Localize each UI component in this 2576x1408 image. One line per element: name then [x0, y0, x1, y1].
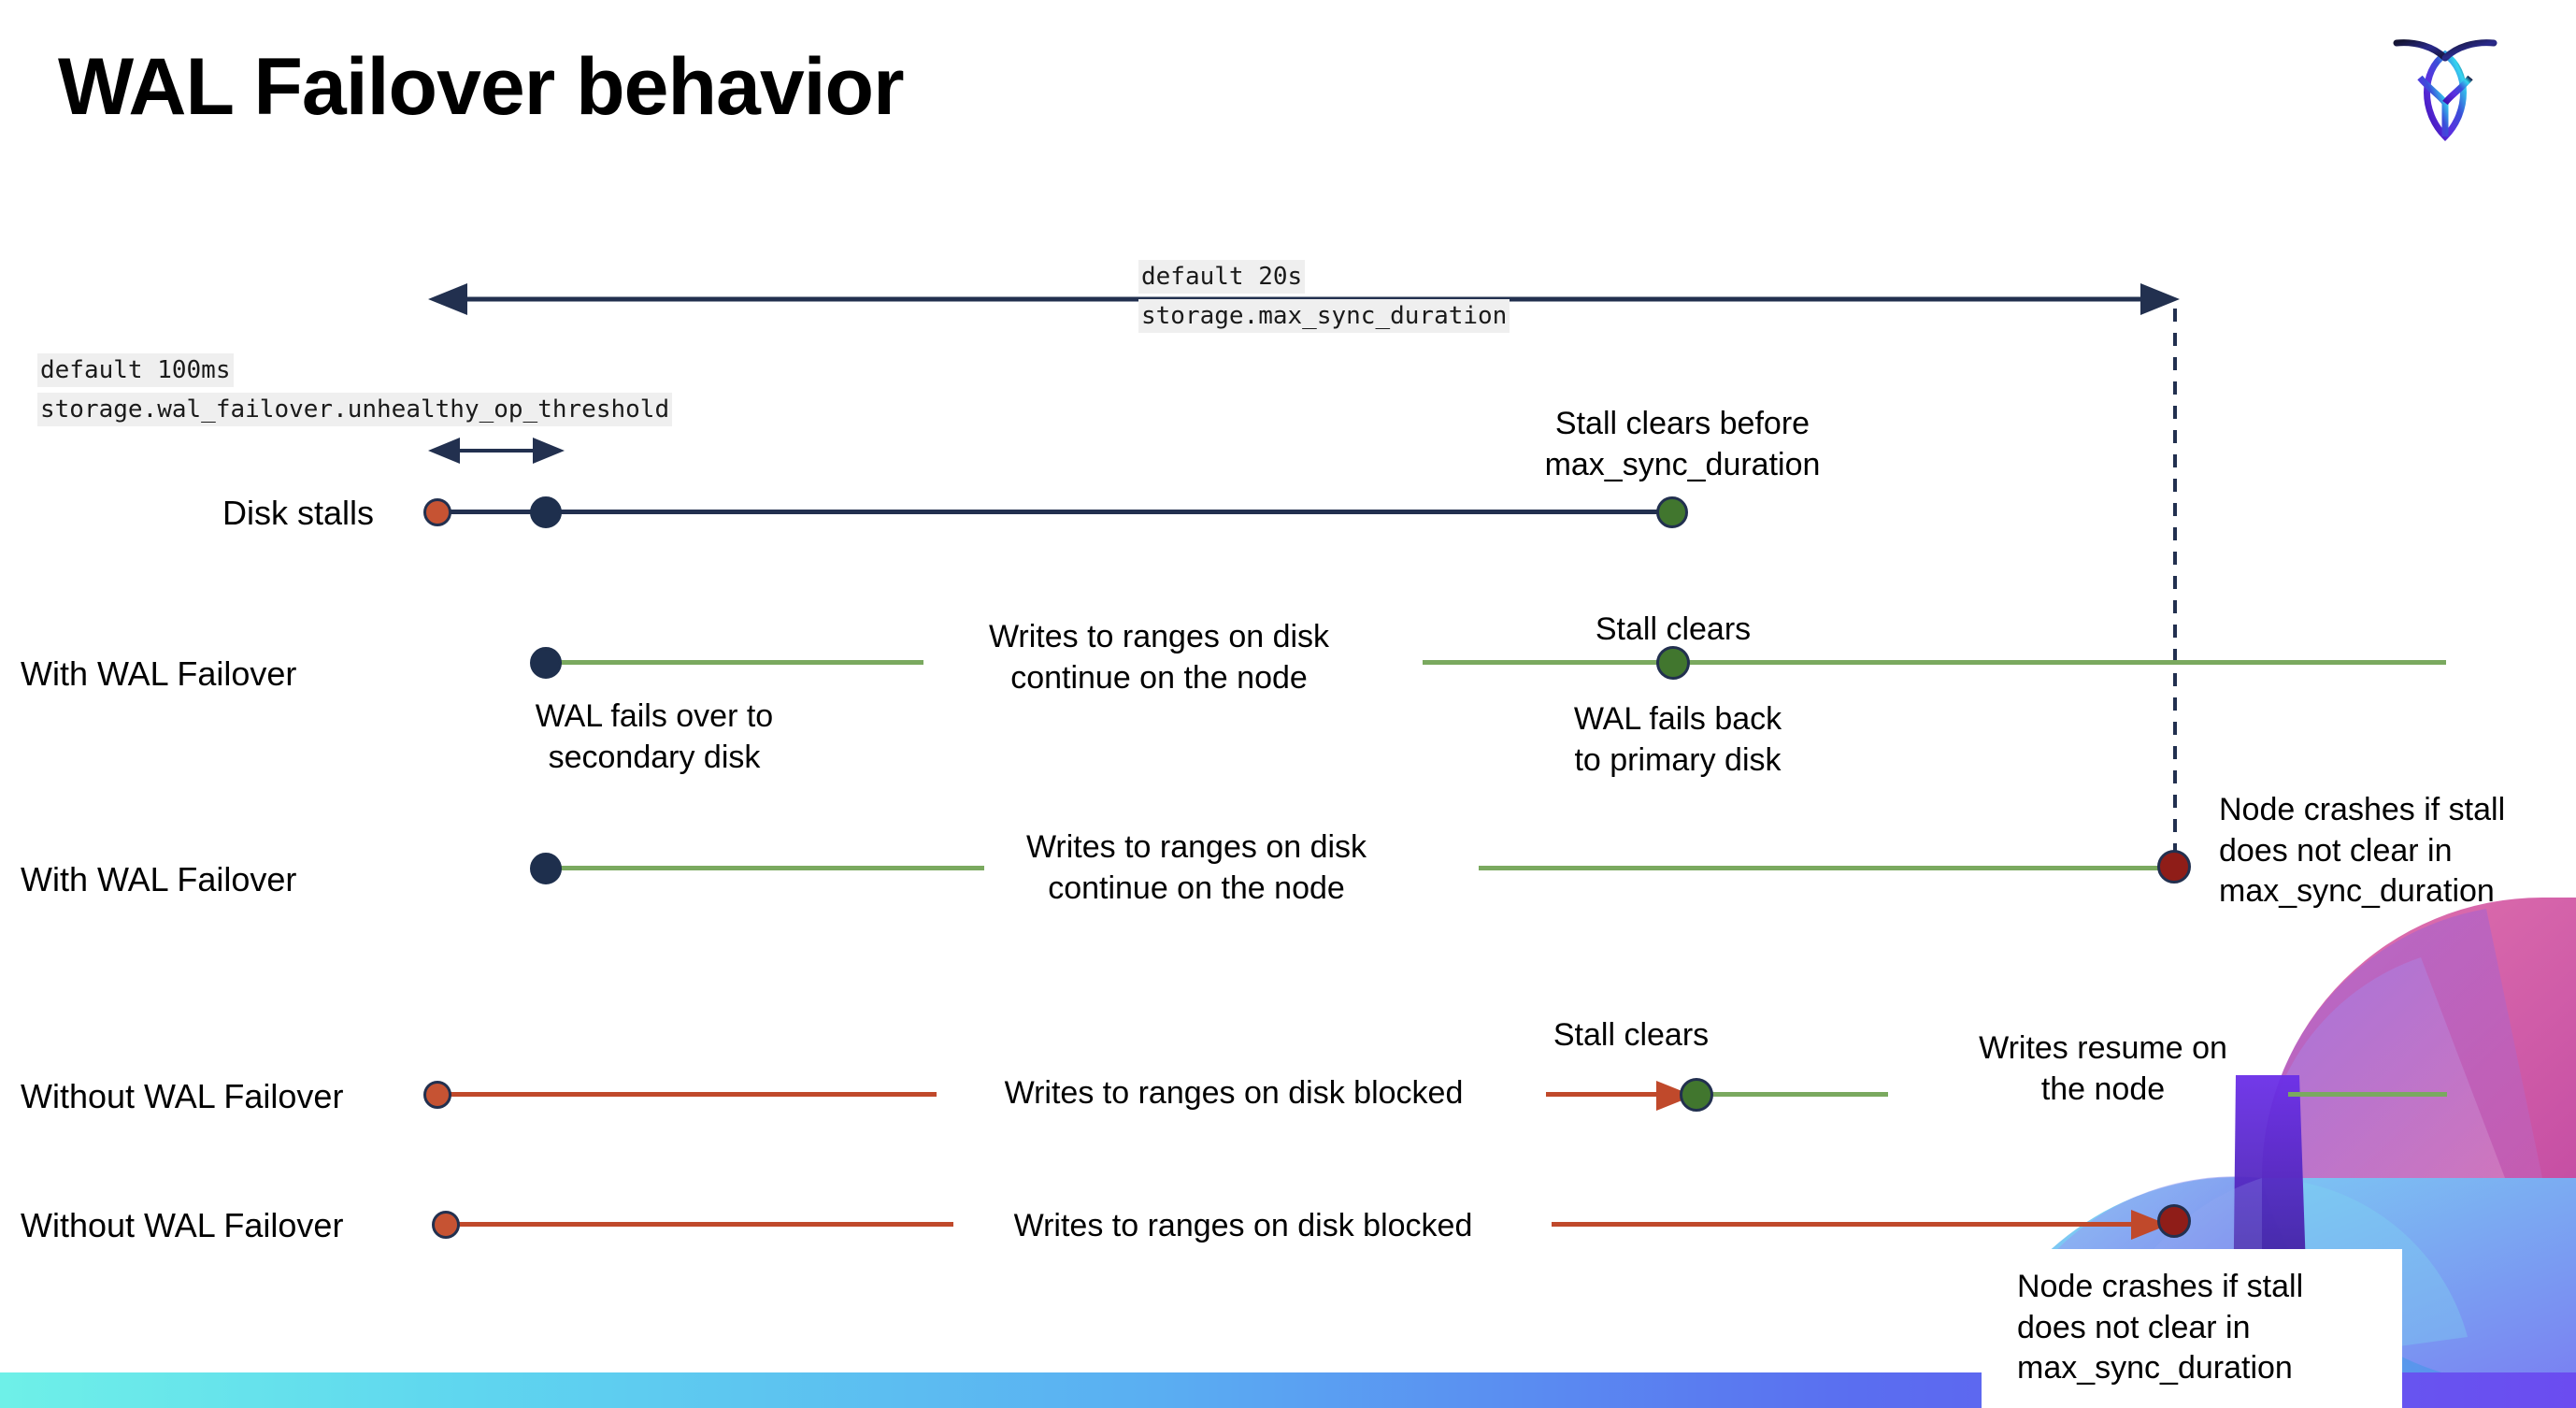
without-wal-2-start-dot — [432, 1211, 460, 1239]
page-title: WAL Failover behavior — [58, 42, 905, 132]
unhealthy-setting-chip: storage.wal_failover.unhealthy_op_thresh… — [37, 393, 673, 427]
without-wal-1-start-dot — [423, 1081, 451, 1109]
callout-writes-resume: Writes resume on the node — [1979, 1030, 2227, 1107]
without-wal-1-resume-a — [1701, 1092, 1888, 1097]
wal-failover-1-segment-a — [545, 660, 923, 665]
without-wal-1-resume-b — [2288, 1092, 2447, 1097]
callout-stall-clears-2: Stall clears — [1553, 1017, 1710, 1053]
wal-failover-2-crash-dot — [2157, 850, 2191, 884]
callout-stall-clears-before: Stall clears before max_sync_duration — [1544, 406, 1821, 482]
row-label-disk-stalls: Disk stalls — [222, 494, 375, 532]
disk-stalls-clear-dot — [1656, 496, 1688, 528]
wal-failover-2-segment-a — [545, 866, 984, 870]
callout-wal-fails-back: WAL fails back to primary disk — [1573, 701, 1782, 778]
without-wal-1-clear-dot — [1680, 1078, 1713, 1112]
max-sync-default-chip: default 20s — [1138, 260, 1306, 295]
row-label-with-wal-failover-1: With WAL Failover — [21, 654, 297, 693]
callout-node-crashes-2: Node crashes if stall does not clear in … — [2017, 1269, 2304, 1386]
wal-failover-2-segment-b — [1479, 866, 2180, 870]
without-wal-2-crash-dot — [2157, 1204, 2191, 1238]
row-label-without-wal-failover-2: Without WAL Failover — [21, 1206, 344, 1244]
disk-stalls-threshold-dot — [530, 496, 562, 528]
callout-writes-blocked-2: Writes to ranges on disk blocked — [1013, 1208, 1473, 1243]
wal-failover-1-segment-b — [1423, 660, 2446, 665]
callout-node-crashes-1: Node crashes if stall does not clear in … — [2219, 792, 2506, 910]
unhealthy-default-chip: default 100ms — [37, 353, 234, 388]
callout-writes-blocked-1: Writes to ranges on disk blocked — [1004, 1075, 1464, 1111]
wal-failover-2-failover-dot — [530, 853, 562, 884]
cockroachdb-logo — [2389, 26, 2501, 157]
callout-stall-clears-1: Stall clears — [1595, 611, 1752, 647]
row-label-with-wal-failover-2: With WAL Failover — [21, 860, 297, 898]
without-wal-1-blocked-a — [437, 1092, 937, 1097]
without-wal-2-blocked-a — [447, 1222, 953, 1227]
without-wal-1-blocked-b — [1546, 1092, 1667, 1097]
max-sync-setting-chip: storage.max_sync_duration — [1138, 299, 1510, 334]
wal-failover-1-clear-dot — [1656, 646, 1690, 680]
callout-writes-continue-1: Writes to ranges on disk continue on the… — [988, 619, 1330, 696]
callout-wal-fails-over: WAL fails over to secondary disk — [535, 698, 774, 775]
callout-backdrop — [1982, 1249, 2402, 1408]
callout-writes-continue-2: Writes to ranges on disk continue on the… — [1025, 829, 1367, 906]
wal-failover-1-failover-dot — [530, 647, 562, 679]
without-wal-2-blocked-b — [1552, 1222, 2139, 1227]
row-label-without-wal-failover-1: Without WAL Failover — [21, 1077, 344, 1115]
disk-stalls-timeline — [437, 510, 1681, 514]
disk-stalls-start-dot — [423, 498, 451, 526]
